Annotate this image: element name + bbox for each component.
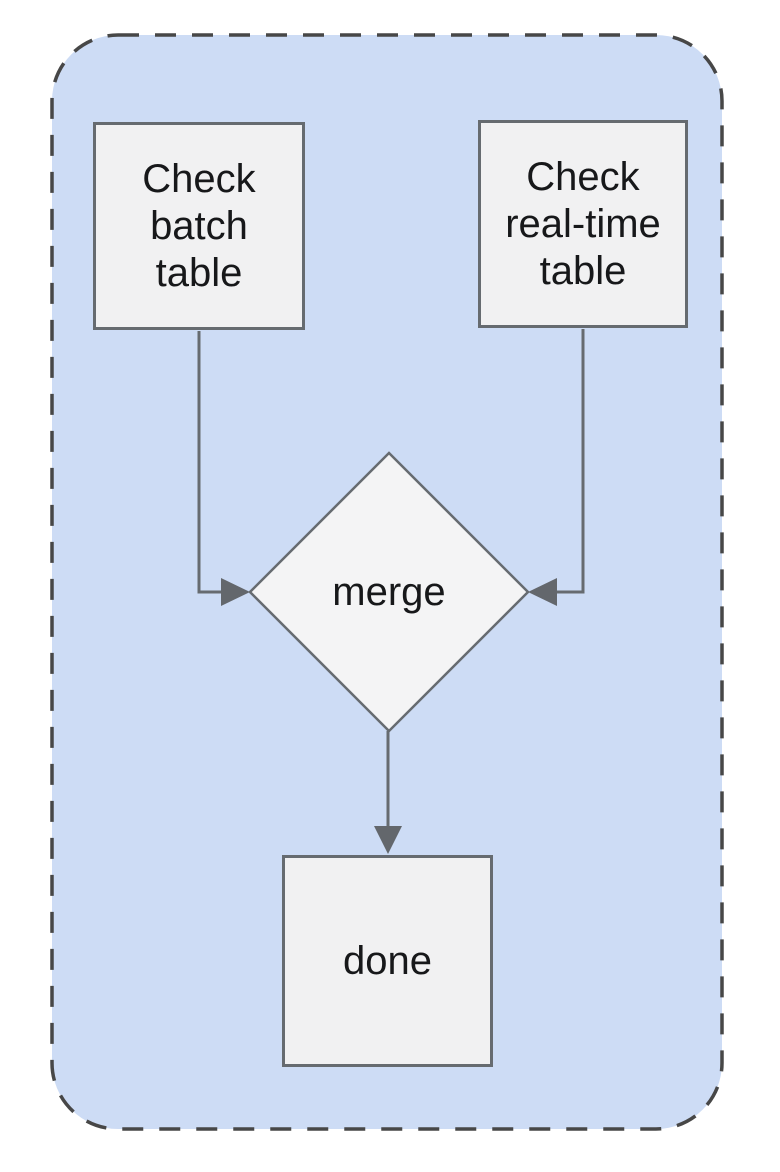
arrowhead-into-merge-right-icon (528, 578, 557, 606)
node-check-real-time-table: Check real-time table (478, 120, 688, 328)
node-done-label: done (343, 938, 432, 983)
node-merge-label-container: merge (289, 562, 489, 622)
node-merge-label: merge (332, 569, 446, 614)
edge-check-realtime-to-merge (555, 329, 585, 594)
node-check-real-time-table-label: Check real-time table (505, 154, 661, 293)
node-done: done (282, 855, 493, 1067)
edge-check-batch-to-merge (197, 331, 223, 594)
arrowhead-into-merge-left-icon (221, 578, 250, 606)
arrowhead-into-done-icon (374, 826, 402, 854)
node-check-batch-table-label: Check batch table (142, 156, 256, 295)
node-check-batch-table: Check batch table (93, 122, 305, 330)
